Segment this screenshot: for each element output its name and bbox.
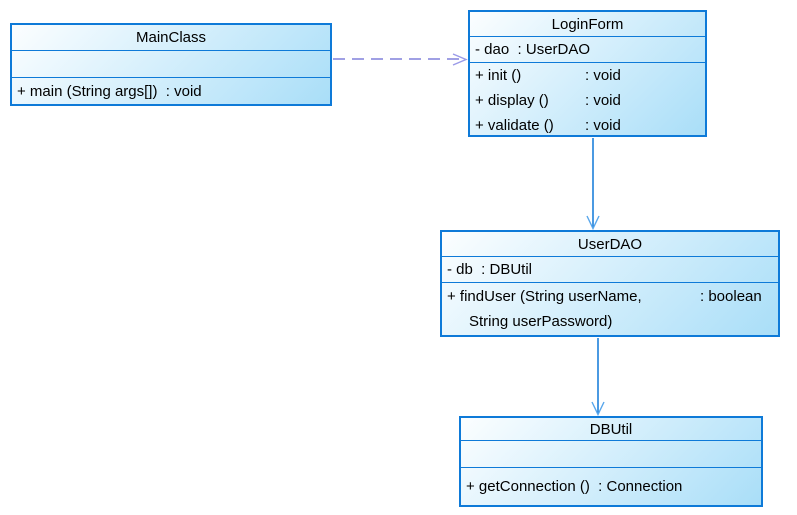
- class-name: DBUtil: [461, 418, 761, 441]
- method-signature: + findUser (String userName,: [447, 288, 642, 305]
- class-name: MainClass: [12, 25, 330, 51]
- class-box-loginform[interactable]: LoginForm - dao : UserDAO + init () : voi…: [468, 10, 707, 137]
- dependency-arrow-mainclass-to-loginform[interactable]: [333, 53, 468, 66]
- method-signature: + main (String args[]) : void: [17, 82, 202, 100]
- class-box-dbutil[interactable]: DBUtil + getConnection () : Connection: [459, 416, 763, 507]
- method-return-type: : void: [585, 67, 621, 84]
- methods-compartment: + findUser (String userName, : boolean St…: [442, 283, 778, 335]
- method-entry: + main (String args[]) : void: [17, 79, 330, 104]
- class-name: UserDAO: [442, 232, 778, 257]
- method-signature: + init (): [475, 67, 522, 84]
- method-signature: + display (): [475, 92, 549, 109]
- class-box-userdao[interactable]: UserDAO - db : DBUtil + findUser (String…: [440, 230, 780, 337]
- open-arrowhead-icon: [586, 215, 600, 231]
- method-signature: + getConnection () : Connection: [466, 478, 683, 495]
- association-arrow-loginform-to-userdao[interactable]: [586, 138, 600, 231]
- method-entry-continuation: String userPassword): [447, 309, 778, 334]
- method-signature: + validate (): [475, 117, 554, 134]
- attributes-compartment: [461, 441, 761, 468]
- attributes-compartment: [12, 51, 330, 78]
- attributes-compartment: - dao : UserDAO: [470, 37, 705, 63]
- class-name: LoginForm: [470, 12, 705, 37]
- class-box-mainclass[interactable]: MainClass + main (String args[]) : void: [10, 23, 332, 106]
- method-entry: + getConnection () : Connection: [466, 474, 761, 499]
- methods-compartment: + getConnection () : Connection: [461, 468, 761, 505]
- method-entry: + display () : void: [475, 88, 705, 113]
- methods-compartment: + main (String args[]) : void: [12, 78, 330, 104]
- attributes-compartment: - db : DBUtil: [442, 257, 778, 283]
- method-entry: + validate () : void: [475, 113, 705, 138]
- open-arrowhead-icon: [452, 53, 468, 66]
- method-return-type: : void: [585, 117, 621, 134]
- attribute-entry: - db : DBUtil: [447, 261, 533, 278]
- method-return-type: : void: [585, 92, 621, 109]
- method-entry: + findUser (String userName, : boolean: [447, 284, 778, 309]
- method-signature: String userPassword): [469, 313, 613, 330]
- method-return-type: : boolean: [700, 288, 762, 305]
- method-entry: + init () : void: [475, 63, 705, 88]
- attribute-entry: - dao : UserDAO: [475, 41, 591, 58]
- association-arrow-userdao-to-dbutil[interactable]: [591, 338, 605, 417]
- methods-compartment: + init () : void + display () : void + val…: [470, 63, 705, 138]
- open-arrowhead-icon: [591, 401, 605, 417]
